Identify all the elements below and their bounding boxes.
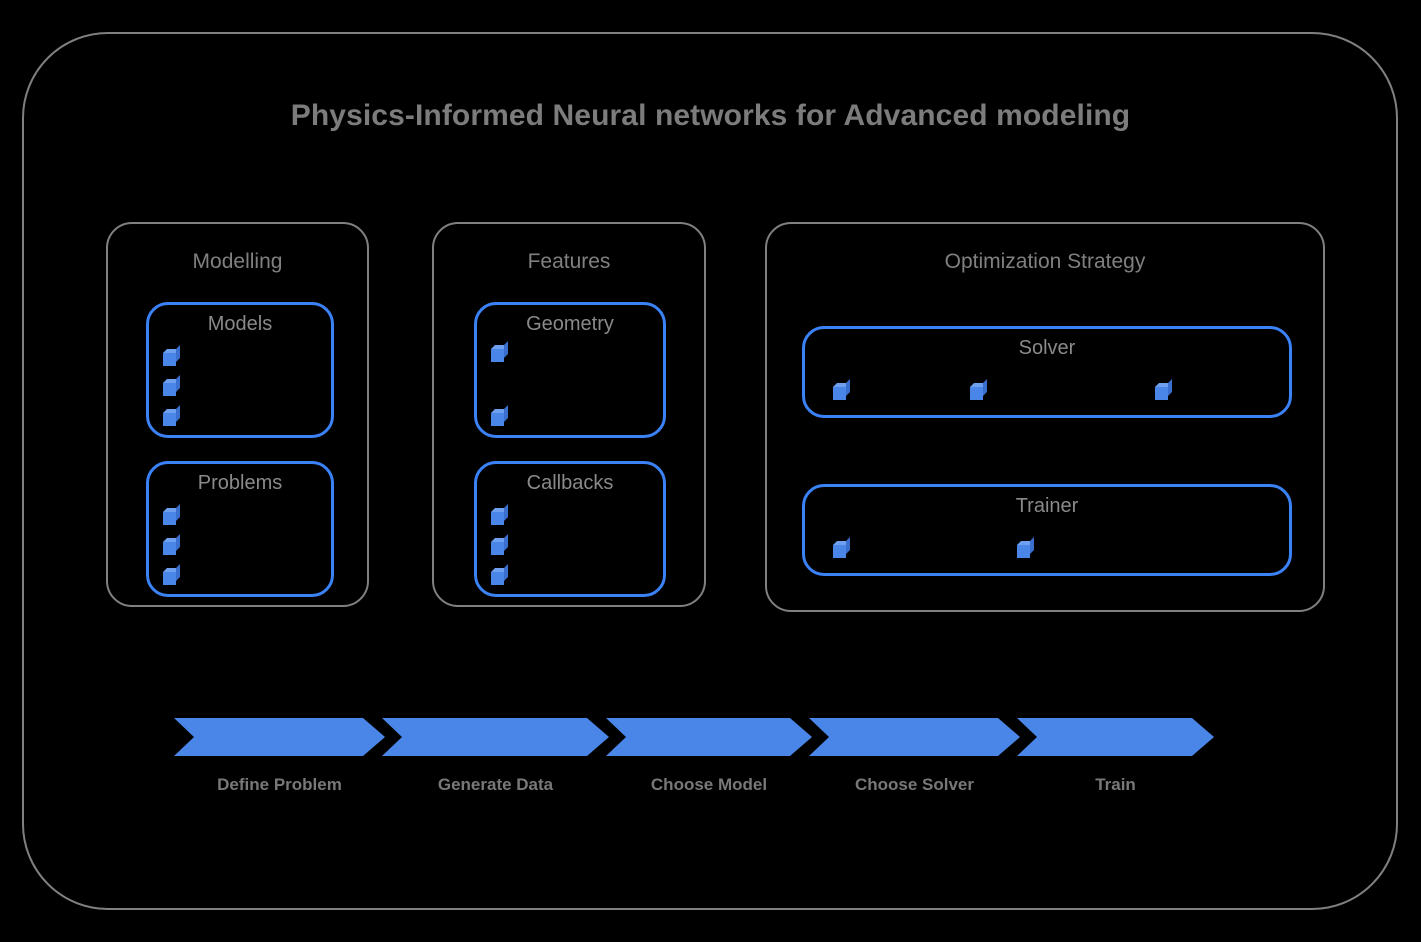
cube-icon bbox=[491, 405, 508, 426]
blue-box-title-callbacks: Callbacks bbox=[526, 472, 614, 494]
cube-icon bbox=[491, 341, 508, 362]
cube-icon bbox=[491, 534, 508, 555]
page-title: Physics-Informed Neural networks for Adv… bbox=[290, 99, 1131, 132]
blue-box-geometry[interactable]: Geometry bbox=[474, 302, 666, 438]
blue-box-models[interactable]: Models bbox=[146, 302, 334, 438]
cube-icon bbox=[1155, 379, 1172, 400]
cube-icon bbox=[833, 379, 850, 400]
cube-icon bbox=[163, 345, 180, 366]
blue-box-title-models: Models bbox=[207, 313, 273, 335]
blue-box-callbacks[interactable]: Callbacks bbox=[474, 461, 666, 597]
outer-frame bbox=[22, 32, 1398, 910]
cube-icon bbox=[163, 534, 180, 555]
group-title-features: Features bbox=[527, 250, 611, 273]
cube-icon bbox=[163, 405, 180, 426]
pipeline-label-choose-model: Choose Model bbox=[650, 775, 768, 794]
blue-box-trainer[interactable]: Trainer bbox=[802, 484, 1292, 576]
group-panel-modelling: Modelling Models Problems bbox=[106, 222, 369, 607]
cube-icon bbox=[1017, 537, 1034, 558]
pipeline-label-generate-data: Generate Data bbox=[437, 775, 554, 794]
pipeline-label-train: Train bbox=[1095, 775, 1136, 794]
group-title-optimization-strategy: Optimization Strategy bbox=[944, 250, 1146, 273]
pipeline-label-define-problem: Define Problem bbox=[217, 775, 342, 794]
blue-box-title-geometry: Geometry bbox=[526, 313, 614, 335]
group-panel-features: Features Geometry Callbacks bbox=[432, 222, 706, 607]
cube-icon bbox=[833, 537, 850, 558]
blue-box-title-problems: Problems bbox=[197, 472, 283, 494]
cube-icon bbox=[491, 564, 508, 585]
group-panel-optimization-strategy: Optimization Strategy Solver Trainer bbox=[765, 222, 1325, 612]
blue-box-title-solver: Solver bbox=[1018, 337, 1076, 359]
blue-box-title-trainer: Trainer bbox=[1015, 495, 1079, 517]
blue-box-solver[interactable]: Solver bbox=[802, 326, 1292, 418]
group-title-modelling: Modelling bbox=[192, 250, 283, 273]
cube-icon bbox=[491, 504, 508, 525]
cube-icon bbox=[163, 375, 180, 396]
pipeline-label-choose-solver: Choose Solver bbox=[854, 775, 975, 794]
cube-icon bbox=[970, 379, 987, 400]
blue-box-problems[interactable]: Problems bbox=[146, 461, 334, 597]
cube-icon bbox=[163, 564, 180, 585]
cube-icon bbox=[163, 504, 180, 525]
